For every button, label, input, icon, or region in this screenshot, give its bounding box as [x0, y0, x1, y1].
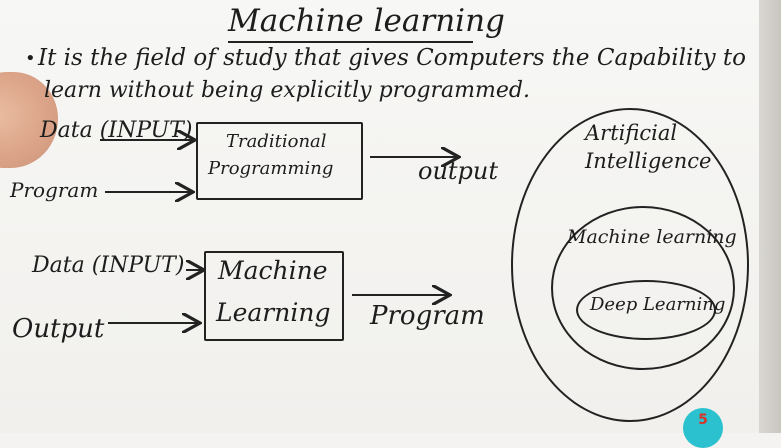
ml-ellipse — [551, 206, 735, 370]
dl-ellipse-label: Deep Learning — [590, 294, 726, 315]
machine-learning-box — [204, 251, 344, 341]
channel-logo-text: 5 — [698, 412, 708, 428]
board-edge — [759, 0, 781, 433]
dl-ellipse — [576, 280, 716, 340]
ml-input-output-label: Output — [12, 314, 105, 344]
ai-label-line-1: Artificial — [585, 121, 678, 145]
ml-input-data-label: Data (INPUT) — [32, 253, 185, 278]
title-underline — [228, 41, 473, 43]
trad-output-label: output — [418, 157, 499, 185]
trad-box-line-1: Traditional — [226, 131, 327, 152]
ml-ellipse-label: Machine learning — [567, 226, 737, 248]
trad-box-line-2: Programming — [208, 158, 334, 179]
traditional-programming-box — [196, 122, 363, 200]
trad-input-data-label: Data (INPUT) — [40, 118, 193, 143]
definition-line-1: It is the field of study that gives Comp… — [38, 45, 747, 71]
ml-box-line-2: Learning — [216, 298, 331, 327]
ml-output-label: Program — [370, 301, 485, 331]
page-title: Machine learning — [228, 3, 505, 39]
ai-label-line-2: Intelligence — [585, 149, 712, 173]
definition-bullet: • — [25, 48, 36, 69]
ml-box-line-1: Machine — [218, 256, 328, 285]
channel-logo: 5 — [683, 408, 723, 448]
ai-ellipse — [511, 108, 749, 422]
trad-input-program-label: Program — [10, 178, 99, 202]
definition-line-2: learn without being explicitly programme… — [44, 78, 530, 103]
